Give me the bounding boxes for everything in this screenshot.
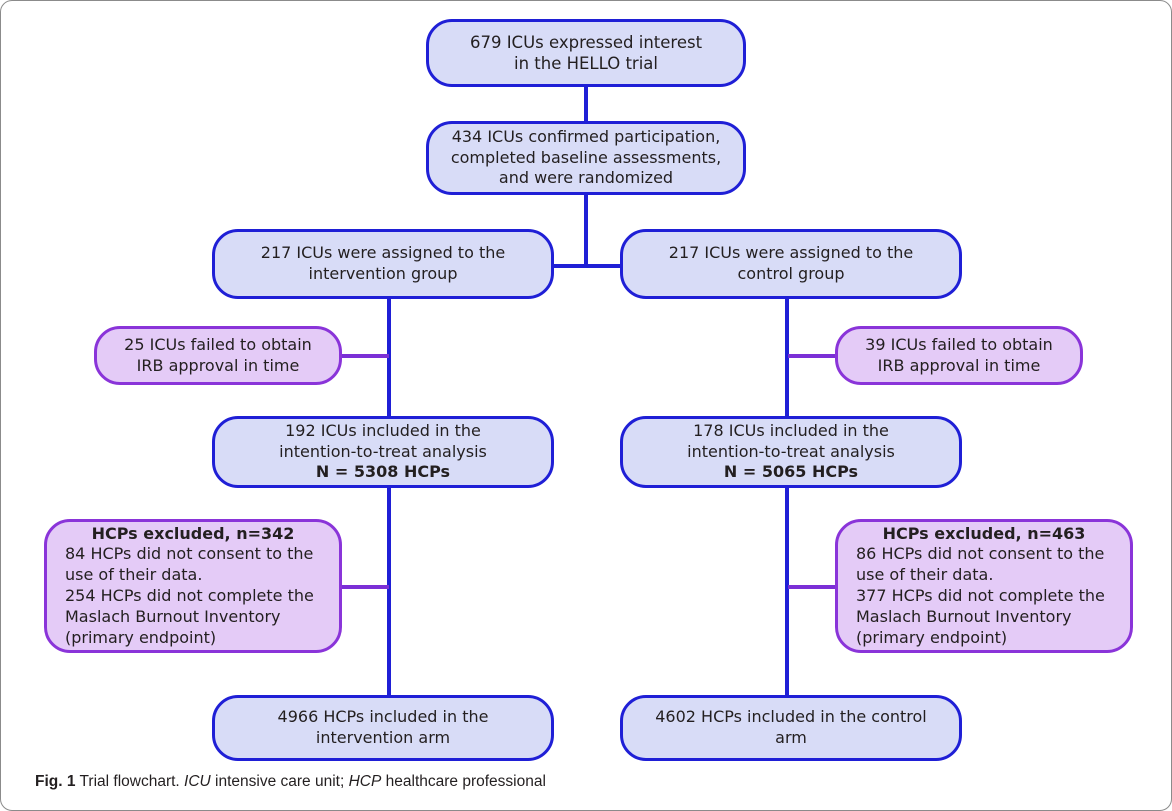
node-control-irb-failure: 39 ICUs failed to obtain IRB approval in… bbox=[835, 326, 1083, 385]
connector-randomized-down bbox=[584, 192, 588, 268]
caption-label: Fig. 1 bbox=[35, 773, 76, 790]
node-line: 377 HCPs did not complete the Maslach Bu… bbox=[856, 586, 1105, 647]
connector-control-spine bbox=[785, 296, 789, 418]
caption-abbr-hcp: HCP bbox=[348, 773, 382, 790]
connector-split-horizontal bbox=[552, 264, 622, 268]
caption-abbr-icu: ICU bbox=[184, 773, 211, 790]
node-line: 434 ICUs confirmed participation, bbox=[451, 126, 721, 146]
node-line: 254 HCPs did not complete the Maslach Bu… bbox=[65, 586, 314, 647]
node-excluded-header: HCPs excluded, n=463 bbox=[882, 523, 1086, 543]
node-line: 84 HCPs did not consent to the use of th… bbox=[65, 544, 314, 585]
node-control-itt: 178 ICUs included in the intention-to-tr… bbox=[620, 416, 962, 488]
node-line: 4966 HCPs included in the bbox=[277, 707, 489, 727]
node-icus-expressed-interest: 679 ICUs expressed interest in the HELLO… bbox=[426, 19, 746, 87]
node-line: IRB approval in time bbox=[877, 355, 1041, 375]
node-intervention-excluded: HCPs excluded, n=342 84 HCPs did not con… bbox=[44, 519, 342, 653]
node-line: in the HELLO trial bbox=[513, 54, 658, 73]
node-line: 679 ICUs expressed interest bbox=[469, 32, 703, 52]
node-line-count: N = 5065 HCPs bbox=[723, 462, 859, 482]
node-line: intention-to-treat analysis bbox=[279, 441, 487, 461]
node-line: control group bbox=[737, 264, 845, 283]
node-line: 39 ICUs failed to obtain bbox=[865, 334, 1053, 354]
node-control-assigned: 217 ICUs were assigned to the control gr… bbox=[620, 229, 962, 299]
node-line: 86 HCPs did not consent to the use of th… bbox=[856, 544, 1105, 585]
node-intervention-irb-failure: 25 ICUs failed to obtain IRB approval in… bbox=[94, 326, 342, 385]
node-line: intervention arm bbox=[315, 728, 451, 747]
node-line: 178 ICUs included in the bbox=[693, 420, 889, 440]
caption-text-icu: intensive care unit; bbox=[215, 773, 345, 790]
node-intervention-final: 4966 HCPs included in the intervention a… bbox=[212, 695, 554, 761]
node-control-final: 4602 HCPs included in the control arm bbox=[620, 695, 962, 761]
caption-text-main: Trial flowchart. bbox=[79, 773, 180, 790]
node-line: 217 ICUs were assigned to the bbox=[260, 243, 506, 263]
connector-control-irb bbox=[788, 354, 837, 358]
node-line: intention-to-treat analysis bbox=[687, 441, 895, 461]
node-icus-randomized: 434 ICUs confirmed participation, comple… bbox=[426, 121, 746, 195]
connector-control-excluded bbox=[788, 585, 837, 589]
connector-intervention-spine bbox=[387, 296, 391, 418]
connector-intervention-excluded bbox=[340, 585, 389, 589]
connector-control-itt-down bbox=[785, 485, 789, 697]
node-line: 192 ICUs included in the bbox=[285, 420, 481, 440]
node-line: IRB approval in time bbox=[136, 355, 300, 375]
flowchart-canvas: 679 ICUs expressed interest in the HELLO… bbox=[1, 1, 1171, 761]
figure-caption: Fig. 1 Trial flowchart. ICU intensive ca… bbox=[1, 763, 1171, 793]
node-excluded-header: HCPs excluded, n=342 bbox=[91, 523, 295, 543]
node-control-excluded: HCPs excluded, n=463 86 HCPs did not con… bbox=[835, 519, 1133, 653]
node-line: 4602 HCPs included in the control bbox=[655, 707, 927, 727]
node-line: and were randomized bbox=[498, 168, 674, 188]
node-line: arm bbox=[775, 728, 807, 747]
connector-interest-to-randomized bbox=[584, 85, 588, 123]
node-line: completed baseline assessments, bbox=[450, 147, 722, 167]
node-line-count: N = 5308 HCPs bbox=[315, 462, 451, 482]
node-line: 25 ICUs failed to obtain bbox=[124, 334, 312, 354]
node-intervention-assigned: 217 ICUs were assigned to the interventi… bbox=[212, 229, 554, 299]
connector-intervention-irb bbox=[340, 354, 389, 358]
node-line: 217 ICUs were assigned to the bbox=[668, 243, 914, 263]
node-intervention-itt: 192 ICUs included in the intention-to-tr… bbox=[212, 416, 554, 488]
caption-text-hcp: healthcare professional bbox=[385, 773, 546, 790]
connector-intervention-itt-down bbox=[387, 485, 391, 697]
node-line: intervention group bbox=[308, 264, 458, 283]
